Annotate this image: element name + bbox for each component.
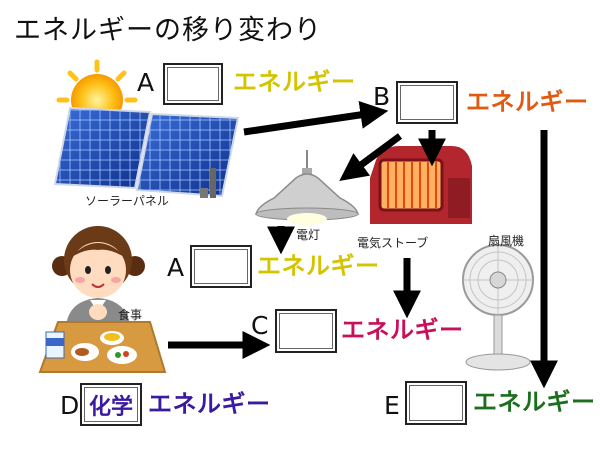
- arrow-solar-to-b: [243, 101, 389, 136]
- arrows: [168, 101, 558, 389]
- solar-panel-icon: [53, 106, 240, 198]
- energy-label-a-mid: エネルギー: [257, 252, 380, 280]
- energy-label-e: エネルギー: [473, 388, 596, 416]
- label-d: D: [60, 391, 80, 420]
- page-title: エネルギーの移り変わり: [14, 15, 322, 46]
- electric-fan-icon: [462, 244, 534, 371]
- label-a-mid: A: [167, 253, 185, 282]
- fan-label: 扇風機: [488, 234, 525, 248]
- meal-label: 食事: [118, 308, 143, 322]
- answer-box-c[interactable]: [275, 309, 337, 353]
- stove-label: 電気ストーブ: [357, 236, 429, 250]
- lamp-icon: [255, 150, 359, 225]
- answer-box-b[interactable]: [396, 81, 458, 124]
- girl-eating-icon: [52, 226, 145, 325]
- arrow-b-to-lamp: [339, 133, 403, 181]
- label-b: B: [373, 82, 391, 111]
- answer-box-a-top[interactable]: [163, 63, 223, 105]
- label-a-top: A: [137, 68, 155, 97]
- energy-label-c: エネルギー: [341, 316, 464, 344]
- label-c: C: [251, 311, 269, 340]
- electric-stove-icon: [370, 146, 472, 224]
- solar-panel-label: ソーラーパネル: [85, 194, 169, 208]
- energy-label-d: エネルギー: [148, 390, 271, 418]
- answer-box-e[interactable]: [405, 381, 467, 425]
- label-e: E: [384, 391, 400, 420]
- energy-label-a-top: エネルギー: [233, 68, 356, 96]
- answer-box-d[interactable]: 化学: [80, 383, 142, 426]
- energy-label-b: エネルギー: [466, 88, 589, 116]
- meal-tray-icon: [38, 321, 167, 373]
- lamp-label: 電灯: [296, 228, 321, 242]
- answer-box-a-mid[interactable]: [190, 245, 252, 288]
